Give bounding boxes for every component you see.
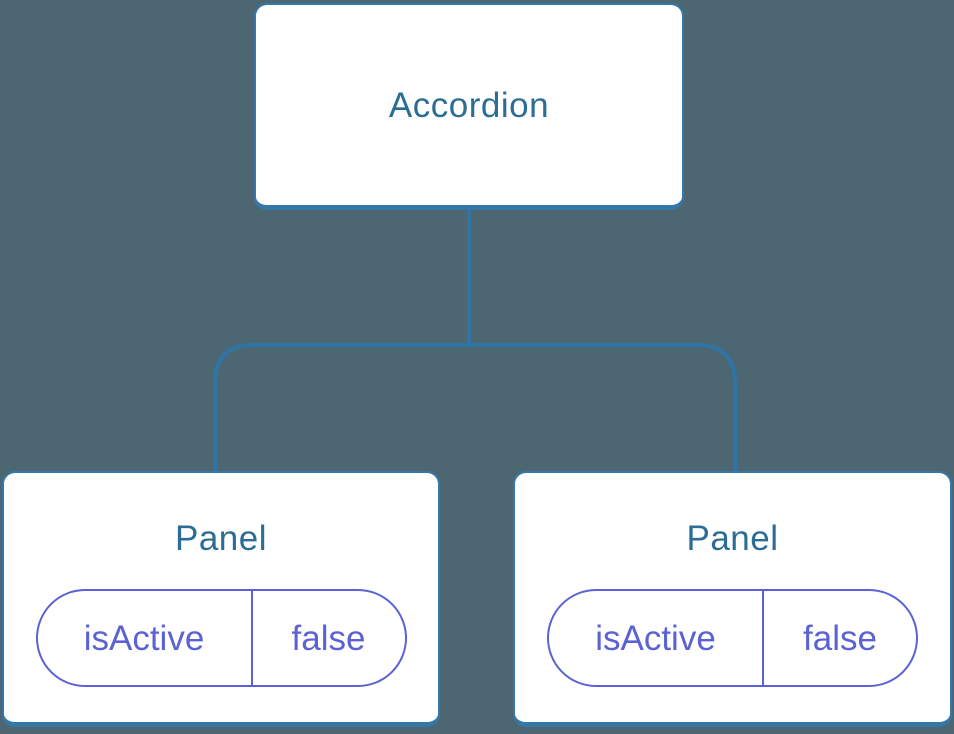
state-value: false	[803, 618, 877, 658]
state-key: isActive	[38, 591, 253, 685]
state-pill: isActive false	[547, 589, 918, 687]
connector-bracket	[213, 343, 737, 472]
accordion-node: Accordion	[254, 3, 684, 210]
accordion-node-label: Accordion	[388, 85, 550, 125]
panel-node-right: Panel isActive false	[513, 471, 952, 727]
panel-node-label: Panel	[686, 519, 779, 558]
state-key: isActive	[549, 591, 764, 685]
state-pill: isActive false	[35, 589, 407, 687]
panel-node-label: Panel	[174, 519, 268, 558]
panel-node-left: Panel isActive false	[2, 471, 440, 727]
state-value: false	[291, 618, 366, 658]
